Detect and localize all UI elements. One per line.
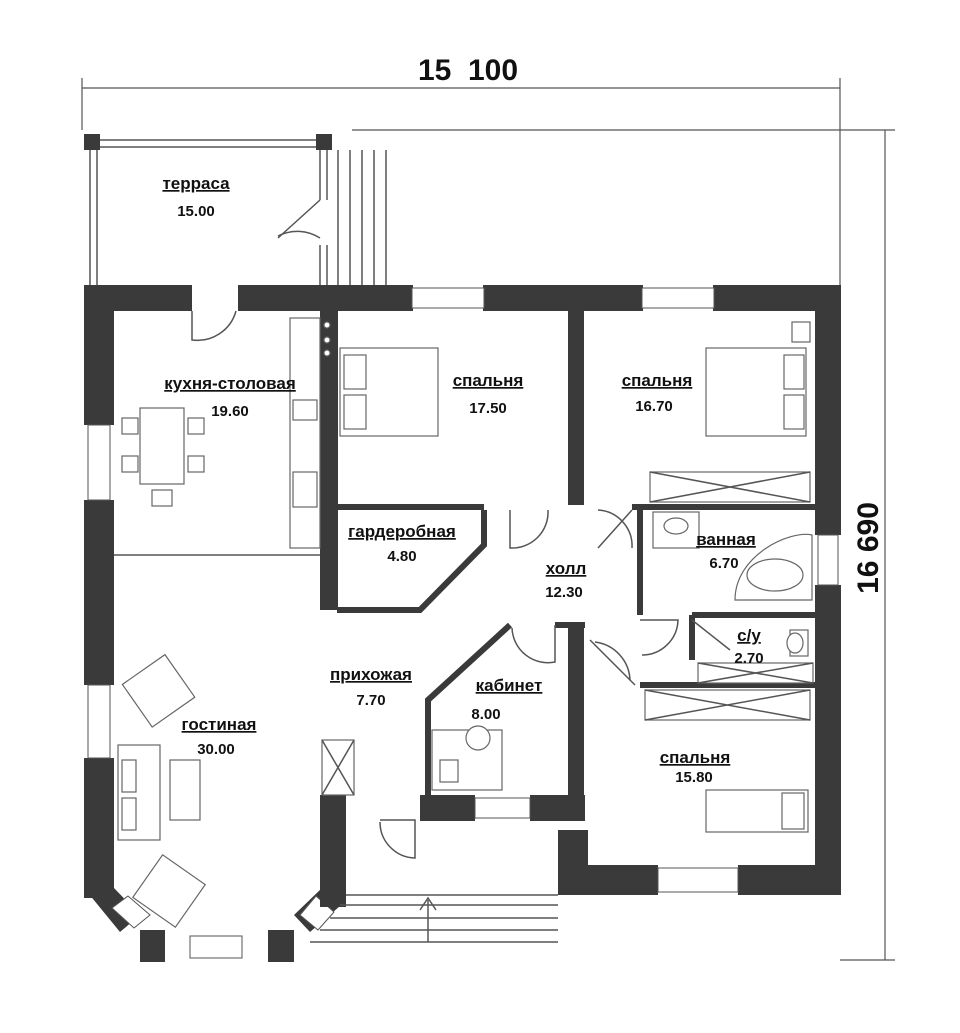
room-area-terrace: 15.00 [177, 203, 215, 220]
doors [191, 310, 731, 859]
height-dimension-label: 16 690 [852, 502, 885, 594]
room-name-bedroom2: спальня [622, 371, 693, 390]
room-area-hall: 12.30 [545, 584, 583, 601]
room-area-bedroom2: 16.70 [635, 398, 673, 415]
room-name-study: кабинет [476, 676, 543, 695]
room-name-bathroom: ванная [696, 530, 756, 549]
room-area-bathroom: 6.70 [709, 555, 738, 572]
width-dimension-label: 15 100 [418, 54, 518, 87]
exterior-walls [84, 285, 841, 962]
room-area-wardrobe: 4.80 [387, 548, 416, 565]
room-name-hall: холл [546, 559, 587, 578]
room-name-bedroom3: спальня [660, 748, 731, 767]
windows [87, 287, 839, 893]
room-area-entrance: 7.70 [356, 692, 385, 709]
furniture [117, 317, 814, 929]
room-area-bedroom3: 15.80 [675, 769, 713, 786]
interior-walls [114, 305, 815, 800]
room-name-kitchen: кухня-столовая [164, 374, 296, 393]
room-labels: терраса 15.00 кухня-столовая 19.60 спаль… [162, 174, 763, 786]
dimension-lines [81, 78, 895, 961]
room-name-bedroom1: спальня [453, 371, 524, 390]
room-area-living: 30.00 [197, 741, 235, 758]
entrance-porch [310, 894, 558, 943]
terrace-frame [84, 134, 387, 285]
room-name-terrace: терраса [162, 174, 230, 193]
room-area-study: 8.00 [471, 706, 500, 723]
room-name-entrance: прихожая [330, 665, 412, 684]
room-area-kitchen: 19.60 [211, 403, 249, 420]
room-area-bedroom1: 17.50 [469, 400, 507, 417]
room-name-wardrobe: гардеробная [348, 522, 456, 541]
room-area-wc: 2.70 [734, 650, 763, 667]
room-name-wc: с/у [737, 626, 761, 645]
room-name-living: гостиная [182, 715, 257, 734]
